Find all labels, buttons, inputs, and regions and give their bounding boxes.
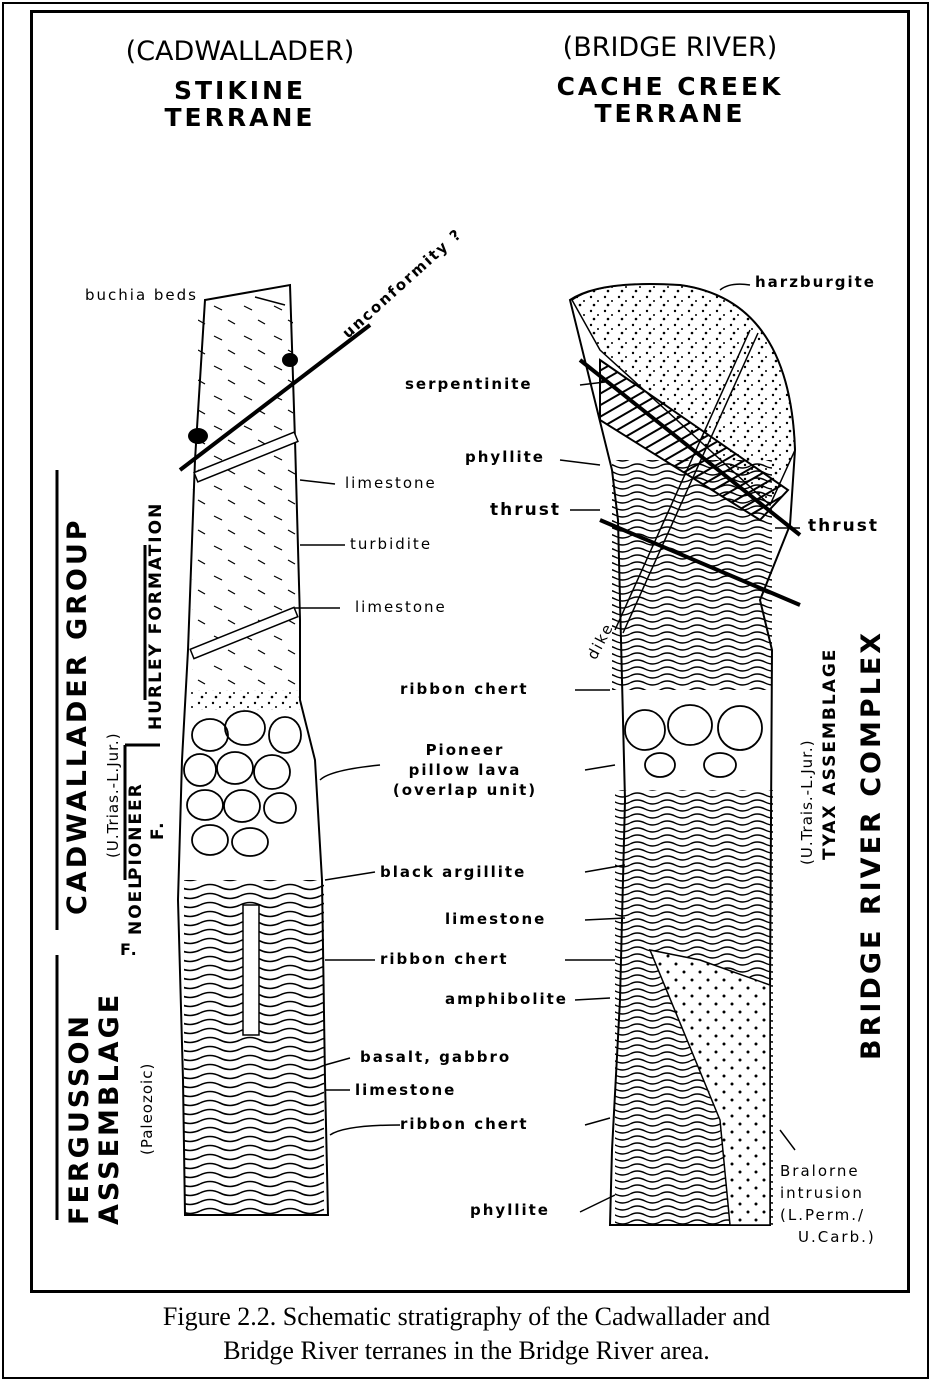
right-header-line1: CACHE CREEK xyxy=(510,74,830,100)
left-header: (CADWALLADER) STIKINE TERRANE xyxy=(95,38,385,131)
unconformity-blob-2 xyxy=(282,353,298,367)
label-limestone-2: limestone xyxy=(355,600,447,615)
label-hurley-formation: HURLEY FORMATION xyxy=(148,502,165,730)
left-speckled-unit xyxy=(190,690,300,710)
label-tyax-assemblage: TYAX ASSEMBLAGE xyxy=(822,648,839,860)
label-bralorne-3: (L.Perm./ xyxy=(780,1204,876,1226)
label-bralorne-2: intrusion xyxy=(780,1182,876,1204)
label-thrust-left: thrust xyxy=(490,502,561,519)
label-cadwallader-group: CADWALLADER GROUP xyxy=(64,517,91,915)
left-turbidite-unit xyxy=(192,450,297,690)
left-column xyxy=(178,285,370,1215)
label-thrust-right: thrust xyxy=(808,518,879,535)
label-bralorne-1: Bralorne xyxy=(780,1160,876,1182)
right-column xyxy=(570,284,800,1225)
label-ribbon-chert-1: ribbon chert xyxy=(380,952,509,967)
left-sandstone-unit xyxy=(198,300,293,450)
label-basalt-gabbro: basalt, gabbro xyxy=(360,1050,511,1065)
label-ribbon-chert-2: ribbon chert xyxy=(400,1117,529,1132)
caption-line1: Figure 2.2. Schematic stratigraphy of th… xyxy=(0,1300,933,1334)
label-fergusson-age: (Paleozoic) xyxy=(140,1063,155,1155)
label-phyllite: phyllite xyxy=(465,450,545,465)
label-bralorne-intrusion: Bralorne intrusion (L.Perm./ U.Carb.) xyxy=(780,1160,876,1248)
left-header-line2: TERRANE xyxy=(95,105,385,131)
label-bridge-river-complex: BRIDGE RIVER COMPLEX xyxy=(858,630,885,1060)
right-header: (BRIDGE RIVER) CACHE CREEK TERRANE xyxy=(510,34,830,127)
figure-caption: Figure 2.2. Schematic stratigraphy of th… xyxy=(0,1300,933,1368)
label-pioneer-line1: Pioneer xyxy=(385,740,545,760)
label-tyax-age: (U.Trais.-L.Jur.) xyxy=(800,739,815,865)
label-pioneer-pillow-lava: Pioneer pillow lava (overlap unit) xyxy=(385,740,545,800)
left-lower-gap xyxy=(243,905,259,1035)
label-phyllite-bottom: phyllite xyxy=(470,1203,550,1218)
caption-line2: Bridge River terranes in the Bridge Rive… xyxy=(0,1334,933,1368)
label-limestone-4: limestone xyxy=(355,1083,456,1098)
label-bralorne-4: U.Carb.) xyxy=(780,1226,876,1248)
label-pioneer-f2: F. xyxy=(150,820,167,840)
label-amphibolite: amphibolite xyxy=(445,992,568,1007)
label-harzburgite: harzburgite xyxy=(755,275,876,290)
unconformity-blob-1 xyxy=(188,428,208,444)
label-pioneer-f: PIONEER xyxy=(128,782,145,880)
label-buchia-beds: buchia beds xyxy=(85,288,198,303)
label-fergusson: FERGUSSON xyxy=(66,1013,93,1225)
label-noel-f: F. xyxy=(120,942,139,958)
right-header-line2: TERRANE xyxy=(510,101,830,127)
label-black-argillite: black argillite xyxy=(380,865,526,880)
label-ribbon-chert-right: ribbon chert xyxy=(400,682,529,697)
label-limestone-1: limestone xyxy=(345,476,437,491)
label-pioneer-line3: (overlap unit) xyxy=(385,780,545,800)
label-assemblage: ASSEMBLAGE xyxy=(96,992,123,1225)
label-limestone-3: limestone xyxy=(445,912,546,927)
right-header-paren: (BRIDGE RIVER) xyxy=(510,34,830,62)
label-pioneer-line2: pillow lava xyxy=(385,760,545,780)
label-turbidite: turbidite xyxy=(350,537,432,552)
label-cadwallader-age: (U.Trias.-L.Jur.) xyxy=(106,732,121,858)
label-serpentinite: serpentinite xyxy=(405,377,533,392)
left-header-line1: STIKINE xyxy=(95,78,385,104)
left-header-paren: (CADWALLADER) xyxy=(95,38,385,66)
label-noel: NOEL xyxy=(128,876,145,935)
